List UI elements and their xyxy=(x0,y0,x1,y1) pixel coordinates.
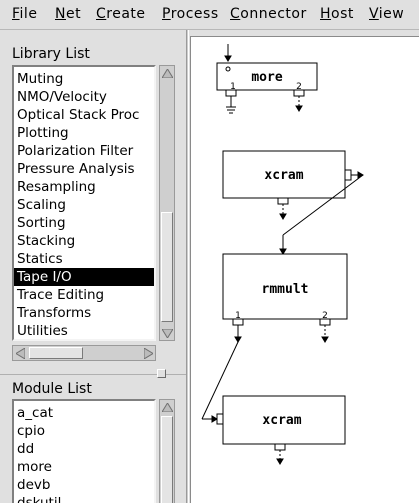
module-list[interactable]: a_cat cpio dd more devb dskutil xyxy=(12,399,156,503)
library-item-pressure-analysis[interactable]: Pressure Analysis xyxy=(17,161,135,177)
module-node-rmmult[interactable] xyxy=(222,253,348,343)
pane-sash-handle[interactable] xyxy=(157,369,166,378)
library-item-nmo-velocity[interactable]: NMO/Velocity xyxy=(17,89,107,105)
menu-bar: File Net Create Process Connector Host V… xyxy=(0,0,419,30)
port-label: 1 xyxy=(230,82,236,92)
node-label-more: more xyxy=(251,70,282,85)
library-vertical-scrollbar[interactable] xyxy=(159,65,175,341)
library-item-utilities[interactable]: Utilities xyxy=(17,323,68,339)
node-label-xcram-1: xcram xyxy=(264,168,303,183)
scroll-up-arrow-icon[interactable] xyxy=(160,400,174,414)
module-scroll-thumb[interactable] xyxy=(161,416,173,503)
module-item-cpio[interactable]: cpio xyxy=(17,423,46,439)
node-label-xcram-2: xcram xyxy=(262,413,301,428)
library-item-statics[interactable]: Statics xyxy=(17,251,63,267)
library-item-optical-stack-proc[interactable]: Optical Stack Proc xyxy=(17,107,140,123)
library-item-resampling[interactable]: Resampling xyxy=(17,179,96,195)
library-scroll-thumb[interactable] xyxy=(161,212,173,322)
scroll-right-arrow-icon[interactable] xyxy=(141,346,155,360)
menu-net[interactable]: Net xyxy=(55,6,82,22)
library-item-plotting[interactable]: Plotting xyxy=(17,125,69,141)
module-item-a-cat[interactable]: a_cat xyxy=(17,405,54,421)
module-node-xcram-1[interactable] xyxy=(222,150,364,220)
node-label-rmmult: rmmult xyxy=(262,282,309,297)
port-label: 2 xyxy=(322,311,328,321)
library-item-transforms[interactable]: Transforms xyxy=(17,305,92,321)
module-item-more[interactable]: more xyxy=(17,459,52,475)
library-list[interactable]: Muting NMO/Velocity Optical Stack Proc P… xyxy=(12,65,156,341)
scroll-up-arrow-icon[interactable] xyxy=(160,66,174,80)
menu-create[interactable]: Create xyxy=(96,6,146,22)
module-node-xcram-2[interactable] xyxy=(216,395,346,465)
module-vertical-scrollbar[interactable] xyxy=(159,399,175,503)
library-hscroll-thumb[interactable] xyxy=(29,347,83,359)
module-item-dskutil[interactable]: dskutil xyxy=(17,495,62,503)
library-item-sorting[interactable]: Sorting xyxy=(17,215,66,231)
pane-divider[interactable] xyxy=(186,30,189,503)
menu-process[interactable]: Process xyxy=(162,6,219,22)
library-item-trace-editing[interactable]: Trace Editing xyxy=(17,287,105,303)
port-label: 1 xyxy=(235,311,241,321)
module-node-more[interactable] xyxy=(216,44,318,114)
pane-separator xyxy=(0,374,186,375)
scroll-left-arrow-icon[interactable] xyxy=(13,346,27,360)
library-item-muting[interactable]: Muting xyxy=(17,71,64,87)
library-item-stacking[interactable]: Stacking xyxy=(17,233,76,249)
menu-host[interactable]: Host xyxy=(320,6,354,22)
module-item-dd[interactable]: dd xyxy=(17,441,35,457)
library-item-polarization-filter[interactable]: Polarization Filter xyxy=(17,143,134,159)
library-list-label: Library List xyxy=(12,46,90,62)
menu-connector[interactable]: Connector xyxy=(230,6,307,22)
connection-rmmult-to-xcram[interactable] xyxy=(201,341,239,420)
port-label: 2 xyxy=(296,82,302,92)
library-item-tape-io[interactable]: Tape I/O xyxy=(14,268,154,286)
connection-xcram-to-rmmult[interactable] xyxy=(282,174,364,236)
module-item-devb[interactable]: devb xyxy=(17,477,51,493)
library-horizontal-scrollbar[interactable] xyxy=(12,345,156,361)
scroll-down-arrow-icon[interactable] xyxy=(160,326,174,340)
menu-view[interactable]: View xyxy=(369,6,405,22)
library-item-scaling[interactable]: Scaling xyxy=(17,197,66,213)
module-list-label: Module List xyxy=(12,381,92,397)
network-canvas[interactable]: more 1 2 xcram rmmult 1 2 xcram xyxy=(190,36,419,503)
menu-file[interactable]: File xyxy=(12,6,38,22)
